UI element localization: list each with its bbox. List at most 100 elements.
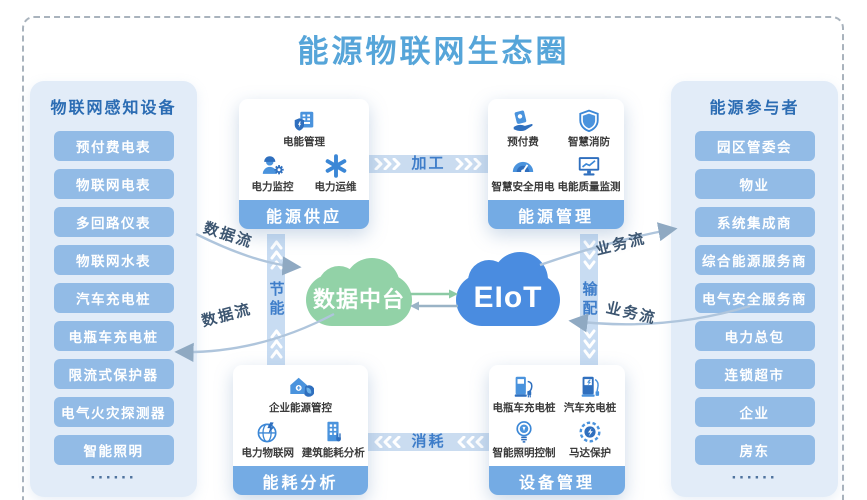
data-platform-label: 数据中台 (312, 287, 405, 312)
feature-label: 智慧安全用电 (491, 181, 555, 193)
list-item: 物联网电表 (53, 169, 174, 199)
feature-label: 汽车充电桩 (563, 402, 617, 414)
energy-supply-features: 电能管理电力监控 电力运维 (239, 99, 369, 200)
dashed-border (22, 16, 844, 500)
feature-bulb: 智能照明控制 (491, 417, 557, 462)
card-energy-supply: 电能管理电力监控 电力运维 能源供应 (239, 99, 369, 229)
house-energy-icon (288, 374, 314, 399)
feature-asterisk: 电力运维 (304, 151, 367, 196)
car-charger-icon (577, 374, 603, 399)
energy-supply-footer: 能源供应 (239, 200, 369, 229)
feature-label: 建筑能耗分析 (301, 447, 365, 459)
feature-ebike-charger: 电瓶车充电桩 (491, 372, 557, 417)
feature-globe-bolt: 电力物联网 (235, 417, 301, 462)
list-item: 多回路仪表 (53, 207, 174, 237)
shield-icon (576, 108, 602, 133)
chevron-left-icon (373, 436, 401, 448)
list-item: 电瓶车充电桩 (53, 321, 174, 351)
distribution-label: 输配 (580, 280, 598, 319)
chevron-right-icon (374, 158, 402, 170)
feature-label: 智慧消防 (568, 136, 610, 148)
list-item: 房东 (694, 435, 815, 465)
feature-building-meter: 建筑能耗分析 (301, 417, 367, 462)
energy-participants-list: 园区管委会物业系统集成商综合能源服务商电气安全服务商电力总包连锁超市企业房东 (671, 131, 838, 465)
list-item: 智能照明 (53, 435, 174, 465)
ebike-charger-icon (511, 374, 537, 399)
list-item: 电力总包 (694, 321, 815, 351)
list-item: 电气安全服务商 (694, 283, 815, 313)
device-management-footer: 设备管理 (489, 466, 625, 495)
feature-label: 智能照明控制 (492, 447, 556, 459)
feature-label: 电能质量监测 (557, 181, 621, 193)
list-item: 限流式保护器 (53, 359, 174, 389)
processing-label: 加工 (411, 155, 446, 172)
building-meter-icon (320, 419, 346, 444)
prepay-icon (510, 108, 536, 133)
feature-house-energy: 企业能源管控 (235, 372, 366, 417)
feature-motor: 马达保护 (557, 417, 623, 462)
chevron-left-icon (456, 436, 484, 448)
feature-label: 电瓶车充电桩 (492, 402, 556, 414)
data-platform-cloud: 数据中台 (306, 258, 412, 328)
list-item: 预付费电表 (53, 131, 174, 161)
list-item: 汽车充电桩 (53, 283, 174, 313)
consumption-label: 消耗 (411, 433, 446, 450)
device-management-features: 电瓶车充电桩汽车充电桩智能照明控制 马达保护 (489, 365, 625, 466)
feature-label: 电力监控 (251, 181, 294, 193)
consumption-flow-band: 消耗 (368, 433, 489, 451)
chevron-down-icon (583, 328, 596, 360)
feature-shield: 智慧消防 (556, 106, 622, 151)
feature-worker-gear: 电力监控 (241, 151, 304, 196)
feature-monitor-chart: 电能质量监测 (556, 151, 622, 196)
saving-label: 节能 (267, 280, 285, 319)
energy-analysis-footer: 能耗分析 (233, 466, 368, 495)
feature-label: 预付费 (507, 136, 539, 148)
globe-bolt-icon (255, 419, 281, 444)
feature-label: 电能管理 (283, 136, 325, 148)
energy-analysis-features: 企业能源管控电力物联网建筑能耗分析 (233, 365, 368, 466)
iot-devices-list: 预付费电表物联网电表多回路仪表物联网水表汽车充电桩电瓶车充电桩限流式保护器电气火… (30, 131, 197, 465)
distribution-band: 输配 (580, 234, 598, 365)
list-item: 连锁超市 (694, 359, 815, 389)
processing-flow-band: 加工 (369, 155, 488, 173)
feature-label: 企业能源管控 (269, 402, 332, 414)
feature-prepay: 预付费 (490, 106, 556, 151)
eiot-cloud: EIoT (456, 252, 560, 328)
list-item: 园区管委会 (694, 131, 815, 161)
gauge-icon (510, 153, 536, 178)
iot-devices-panel-header: 物联网感知设备 (50, 100, 177, 117)
more-dots: ······ (90, 468, 137, 487)
list-item: 企业 (694, 397, 815, 427)
iot-devices-panel: 物联网感知设备 预付费电表物联网电表多回路仪表物联网水表汽车充电桩电瓶车充电桩限… (30, 81, 197, 497)
bulb-icon (511, 419, 537, 444)
feature-label: 电力物联网 (241, 447, 295, 459)
list-item: 综合能源服务商 (694, 245, 815, 275)
list-item: 物联网水表 (53, 245, 174, 275)
feature-label: 马达保护 (569, 447, 611, 459)
eiot-label: EIoT (473, 281, 543, 314)
more-dots: ······ (731, 468, 778, 487)
card-energy-analysis: 企业能源管控电力物联网建筑能耗分析 能耗分析 (233, 365, 368, 495)
asterisk-icon (323, 153, 349, 178)
chevron-up-icon (270, 239, 283, 271)
list-item: 电气火灾探测器 (53, 397, 174, 427)
feature-meter-shield: 电能管理 (241, 106, 367, 151)
page-title: 能源物联网生态圈 (297, 34, 570, 69)
card-energy-management: 预付费 智慧消防智慧安全用电电能质量监测 能源管理 (488, 99, 624, 229)
worker-gear-icon (260, 153, 286, 178)
motor-icon (577, 419, 603, 444)
chevron-up-icon (270, 328, 283, 360)
energy-management-features: 预付费 智慧消防智慧安全用电电能质量监测 (488, 99, 624, 200)
monitor-chart-icon (576, 153, 602, 178)
chevron-right-icon (455, 158, 483, 170)
list-item: 系统集成商 (694, 207, 815, 237)
energy-management-footer: 能源管理 (488, 200, 624, 229)
list-item: 物业 (694, 169, 815, 199)
feature-gauge: 智慧安全用电 (490, 151, 556, 196)
feature-label: 电力运维 (314, 181, 357, 193)
energy-participants-panel: 能源参与者 园区管委会物业系统集成商综合能源服务商电气安全服务商电力总包连锁超市… (671, 81, 838, 497)
energy-saving-band: 节能 (267, 234, 285, 365)
meter-shield-icon (291, 108, 317, 133)
energy-participants-panel-header: 能源参与者 (709, 100, 800, 117)
feature-car-charger: 汽车充电桩 (557, 372, 623, 417)
